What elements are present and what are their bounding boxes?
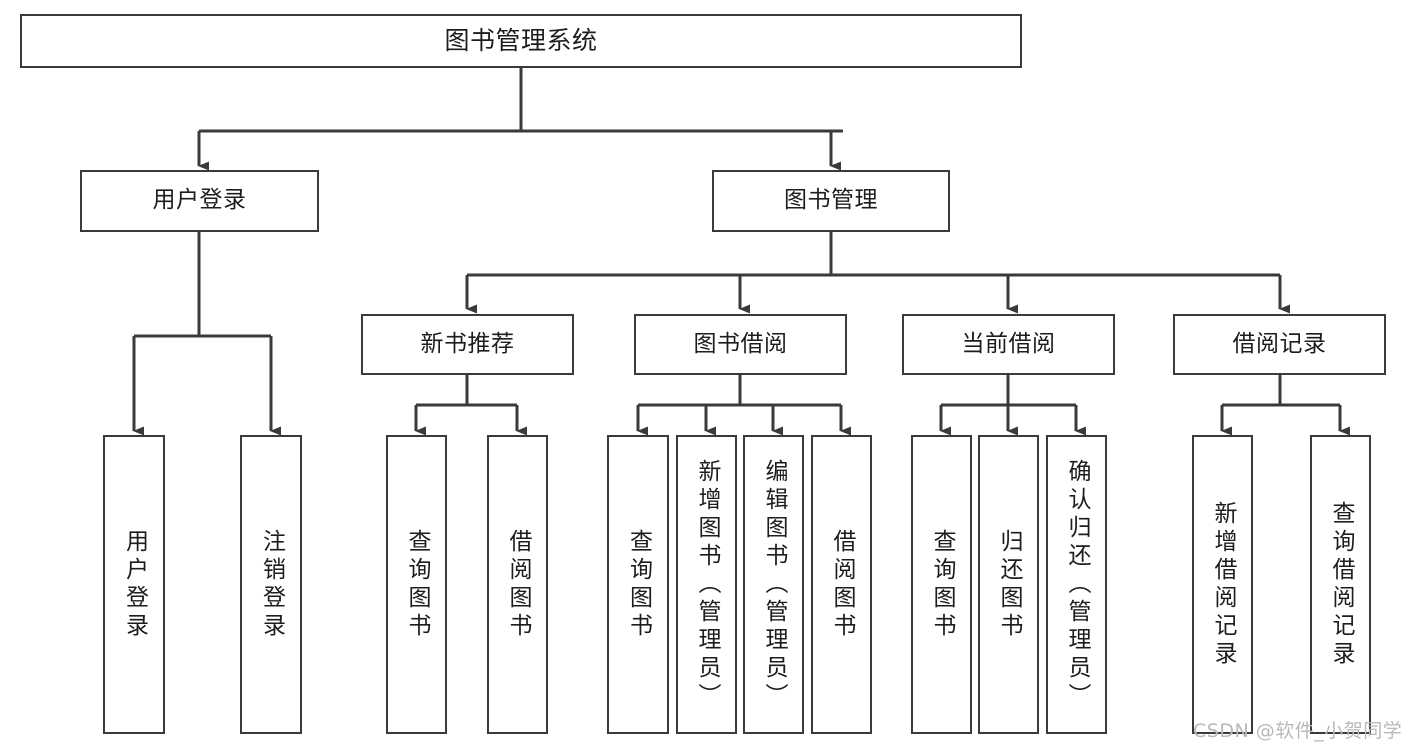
node-leaf-add-record[interactable]: 新增借阅记录 [1192, 435, 1253, 734]
node-leaf-query-book-1-label: 查询图书 [404, 528, 430, 641]
node-leaf-borrow-book-2[interactable]: 借阅图书 [811, 435, 872, 734]
node-leaf-query-record[interactable]: 查询借阅记录 [1310, 435, 1371, 734]
node-leaf-query-book-2[interactable]: 查询图书 [607, 435, 669, 734]
node-root-label: 图书管理系统 [444, 26, 598, 55]
node-leaf-add-book-label: 新增图书（管理员） [694, 458, 720, 711]
node-leaf-query-book-3[interactable]: 查询图书 [911, 435, 972, 734]
node-leaf-query-book-1[interactable]: 查询图书 [386, 435, 447, 734]
node-leaf-logout[interactable]: 注销登录 [240, 435, 302, 734]
csdn-watermark: CSDN @软件_小贺同学 [1193, 720, 1403, 742]
node-book-manage-label: 图书管理 [784, 187, 878, 214]
node-leaf-user-login[interactable]: 用户登录 [103, 435, 165, 734]
node-leaf-add-record-label: 新增借阅记录 [1210, 500, 1236, 669]
node-leaf-borrow-book-2-label: 借阅图书 [829, 528, 855, 641]
node-leaf-return-book-label: 归还图书 [996, 528, 1022, 641]
node-leaf-add-book[interactable]: 新增图书（管理员） [676, 435, 737, 734]
node-leaf-borrow-book-1-label: 借阅图书 [505, 528, 531, 641]
node-leaf-borrow-book-1[interactable]: 借阅图书 [487, 435, 548, 734]
node-leaf-edit-book[interactable]: 编辑图书（管理员） [743, 435, 804, 734]
node-leaf-logout-label: 注销登录 [258, 528, 285, 641]
node-borrow-record[interactable]: 借阅记录 [1173, 314, 1386, 375]
node-current-borrow-label: 当前借阅 [961, 330, 1056, 357]
node-leaf-confirm-return[interactable]: 确认归还（管理员） [1046, 435, 1107, 734]
node-leaf-return-book[interactable]: 归还图书 [978, 435, 1039, 734]
node-book-borrow-label: 图书借阅 [693, 330, 788, 357]
node-current-borrow[interactable]: 当前借阅 [902, 314, 1115, 375]
node-root[interactable]: 图书管理系统 [20, 14, 1022, 68]
node-user-login-label: 用户登录 [152, 187, 247, 214]
node-book-manage[interactable]: 图书管理 [712, 170, 950, 232]
node-new-book-rec-label: 新书推荐 [420, 330, 515, 357]
node-book-borrow[interactable]: 图书借阅 [634, 314, 847, 375]
node-borrow-record-label: 借阅记录 [1232, 330, 1327, 357]
node-leaf-edit-book-label: 编辑图书（管理员） [761, 458, 787, 711]
node-leaf-confirm-return-label: 确认归还（管理员） [1064, 458, 1090, 711]
node-user-login[interactable]: 用户登录 [80, 170, 319, 232]
node-leaf-query-book-3-label: 查询图书 [929, 528, 955, 641]
node-leaf-user-login-label: 用户登录 [121, 528, 148, 641]
node-new-book-rec[interactable]: 新书推荐 [361, 314, 574, 375]
node-leaf-query-record-label: 查询借阅记录 [1328, 500, 1354, 669]
node-leaf-query-book-2-label: 查询图书 [625, 528, 652, 641]
